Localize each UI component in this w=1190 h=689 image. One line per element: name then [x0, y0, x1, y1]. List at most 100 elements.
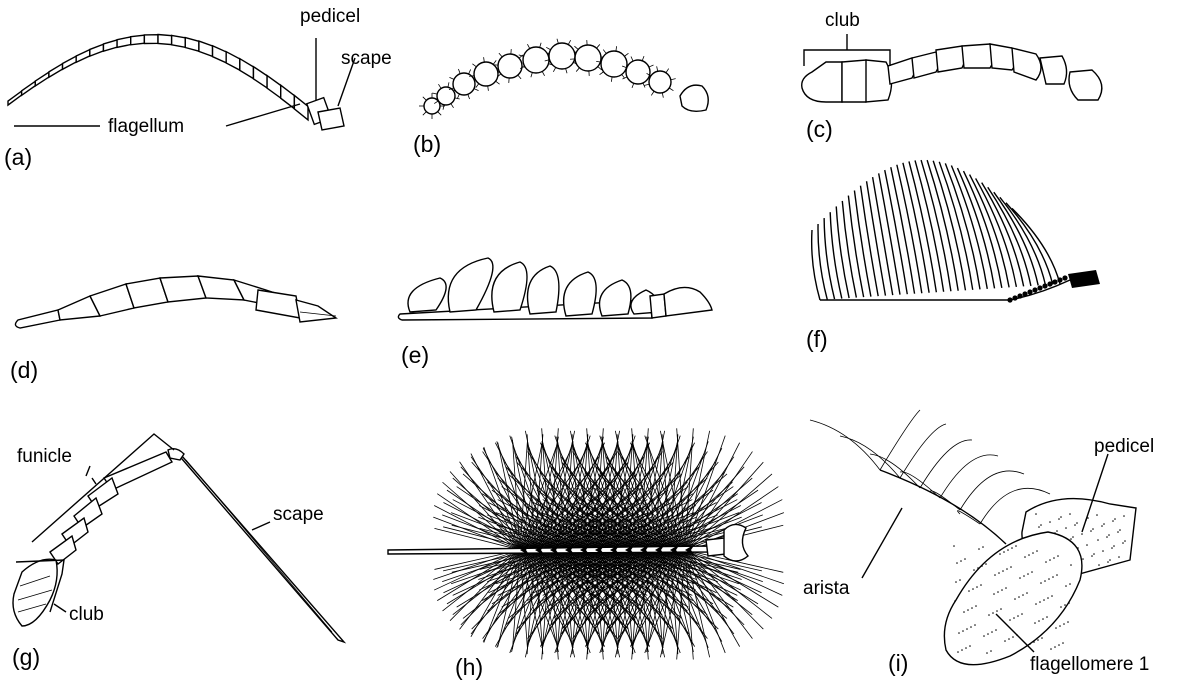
panel-i-stipple-dot — [1064, 604, 1066, 606]
panel-h-hair — [452, 499, 551, 551]
panel-b-bead — [574, 44, 602, 72]
panel-i-stipple-dot — [998, 572, 1000, 574]
panel-h-hair — [585, 512, 686, 551]
panel-h-hair — [630, 442, 686, 551]
panel-h-hair — [573, 446, 611, 551]
panel-h-hair — [605, 549, 671, 635]
panel-h-hair — [639, 499, 738, 551]
panel-b-bristle — [442, 104, 445, 110]
panel-h-hair — [684, 430, 711, 551]
panel-i-stipple-dot — [1048, 578, 1050, 580]
panel-i-stipple-dot — [1113, 545, 1115, 547]
panel-h-hair — [669, 549, 735, 635]
panel-h-hair — [579, 456, 645, 551]
panel-i-stipple-dot — [1015, 545, 1017, 547]
panel-f-lamella — [835, 206, 850, 299]
panel-b-bristle — [621, 65, 627, 69]
panel-b-bead — [648, 70, 672, 94]
panel-h-hair — [442, 549, 536, 582]
panel-i-stipple-dot — [1091, 555, 1093, 557]
panel-c: club (c) — [801, 10, 1103, 142]
panel-f-lamella — [902, 162, 930, 293]
panel-b-bristle — [599, 71, 604, 76]
panel-h-hair — [669, 549, 694, 653]
panel-f-lamella — [993, 191, 1039, 286]
panel-h-hair — [573, 549, 611, 643]
panel-i-stipple-dot — [1074, 524, 1076, 526]
panel-i-arista-hair — [979, 487, 1051, 525]
panel-i-stipple-dot — [983, 635, 985, 637]
panel-a-scape-leader — [337, 57, 356, 107]
panel-e-scape-segment — [663, 286, 713, 317]
panel-h-hair — [684, 461, 764, 551]
panel-b-bristle — [624, 52, 629, 57]
panel-f-axis-bead — [1052, 279, 1058, 285]
panel-b-bead — [548, 42, 576, 70]
panel-e-branches — [407, 257, 661, 317]
panel-e-pedicel-segment — [649, 293, 667, 319]
panel-i: pedicel arista flagellomere 1 (i) — [803, 409, 1154, 676]
panel-i-stipple-dot — [1067, 621, 1069, 623]
panel-b-bristle — [456, 93, 460, 99]
panel-f-lamella — [847, 195, 865, 298]
panel-h-hair — [494, 549, 566, 621]
panel-f-axis-bead — [1022, 291, 1028, 297]
panel-i-stipple-dot — [977, 567, 979, 569]
panel-i-stipple-dot — [973, 569, 975, 571]
panel-b-bristle — [642, 82, 646, 88]
panel-i-stipple-dot — [1123, 515, 1125, 517]
panel-h-hair — [536, 489, 626, 551]
panel-f-axis-bead — [1062, 275, 1068, 281]
panel-b-bristle — [434, 100, 439, 104]
panel-d-pedicel-segment — [255, 289, 301, 319]
panel-h-hair — [494, 471, 566, 551]
panel-a-flagellomere — [34, 70, 50, 88]
panel-b-bristle — [597, 66, 602, 71]
panel-h-hair — [684, 435, 726, 551]
panel-i-stipple-dot — [1112, 520, 1114, 522]
panel-i-stipple-dot — [1027, 573, 1029, 575]
panel-h-hair — [527, 451, 596, 551]
panel-i-stipple-dot — [1068, 602, 1070, 604]
panel-b-bead — [436, 86, 456, 106]
panel-i-arista-hair — [869, 453, 921, 489]
panel-h-hair — [594, 435, 636, 551]
panel-h-hair — [569, 549, 656, 570]
panel-i-stipple-dot — [968, 590, 970, 592]
panel-i-stipple-dot — [1001, 589, 1003, 591]
panel-f-axis-bead — [1037, 285, 1043, 291]
panel-h-hair — [586, 441, 626, 551]
panel-i-stipple-dot — [966, 628, 968, 630]
panel-d-serrate-segment-5 — [196, 275, 246, 301]
panel-i-stipple-dot — [1029, 643, 1031, 645]
panel-i-stipple-dot — [1090, 530, 1092, 532]
panel-a-flagellomere — [116, 36, 132, 49]
panel-i-stipple-dot — [1065, 527, 1067, 529]
panel-i-stipple-dot — [1081, 533, 1083, 535]
panel-b-bristle — [567, 40, 572, 45]
panel-i-stipple-dot — [960, 560, 962, 562]
panel-h-whorl — [565, 544, 575, 556]
panel-b-bristle — [602, 49, 607, 54]
panel-h-hair — [684, 549, 773, 619]
panel-h-hair — [482, 549, 566, 601]
panel-h-hair — [534, 549, 559, 653]
panel-i-stipple-dot — [969, 645, 971, 647]
panel-b-bristle — [450, 103, 454, 108]
panel-h-hair — [587, 549, 686, 596]
panel-h-hair — [587, 499, 686, 551]
panel-h-hair — [491, 549, 581, 605]
panel-h-hair — [644, 435, 686, 551]
panel-a-scape-segment — [317, 107, 345, 131]
panel-e-branch — [562, 271, 597, 317]
panel-g-funicle-bracket — [31, 433, 175, 543]
panel-h-hair — [591, 549, 686, 608]
panel-i-stipple-dot — [1038, 620, 1040, 622]
panel-f-lamella — [841, 200, 858, 298]
panel-c-club-segment-2 — [841, 59, 870, 103]
panel-h-hair — [661, 549, 671, 655]
panel-a-flagellomere — [198, 40, 214, 58]
panel-i-stipple-dot — [961, 649, 963, 651]
panel-a-flagellomere — [211, 44, 227, 64]
panel-h-hair — [488, 526, 581, 551]
